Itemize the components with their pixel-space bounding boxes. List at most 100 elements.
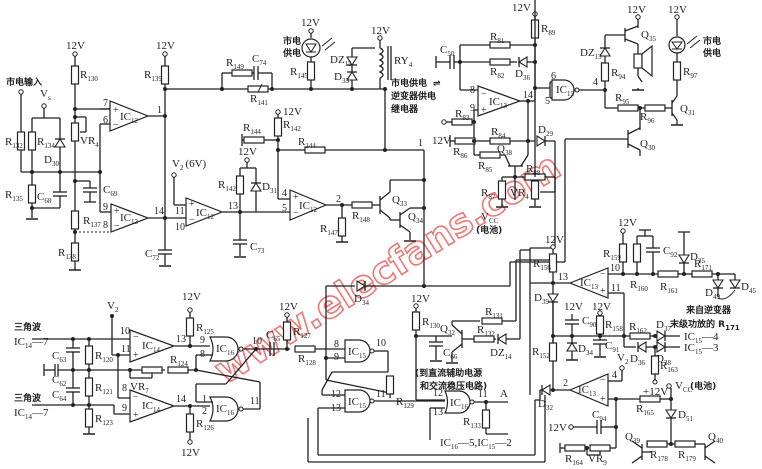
svg-text:DZ14: DZ14: [490, 347, 512, 361]
svg-text:R179: R179: [678, 449, 696, 463]
resistor-r87: [497, 180, 507, 200]
svg-text:12V: 12V: [618, 217, 637, 229]
supply-terminal: [187, 307, 193, 313]
ic12-driver: + − IC12 4 5 2 R147 R148 Q33 Q34: [282, 138, 426, 268]
svg-text:−: −: [189, 215, 195, 226]
svg-text:14: 14: [523, 90, 533, 101]
svg-text:13: 13: [228, 201, 238, 212]
svg-text:R85: R85: [478, 160, 493, 174]
potentiometer-vr4: [70, 122, 80, 142]
svg-text:逆变器供电: 逆变器供电: [391, 90, 436, 102]
svg-text:IC16—5,IC15—2: IC16—5,IC15—2: [440, 437, 512, 451]
svg-text:12V: 12V: [592, 301, 611, 313]
mains-input-terminal[interactable]: [18, 89, 24, 95]
svg-text:14: 14: [176, 394, 186, 405]
svg-text:VCC: VCC: [481, 211, 499, 225]
svg-text:−: −: [133, 332, 139, 343]
svg-text:−: −: [481, 89, 487, 100]
svg-text:D39: D39: [534, 292, 549, 306]
ic14-lower: [129, 389, 176, 423]
reference-divider: 12V R130 VR4 C69 R137 R138: [58, 40, 118, 271]
svg-text:R142: R142: [283, 119, 301, 133]
resistor-r144-left: [243, 136, 265, 144]
svg-text:13: 13: [433, 407, 443, 418]
svg-text:(到直流辅助电源: (到直流辅助电源: [415, 367, 482, 379]
svg-text:R133: R133: [463, 416, 481, 430]
mains-input-label: 市电输入: [6, 76, 42, 88]
svg-text:C92: C92: [663, 245, 678, 259]
svg-text:VCC: VCC: [675, 380, 693, 394]
svg-text:VR4: VR4: [510, 187, 529, 201]
resistor-r134: [27, 131, 37, 151]
svg-text:+: +: [114, 206, 120, 217]
svg-text:R160: R160: [630, 279, 648, 293]
svg-text:9: 9: [103, 202, 108, 213]
resistor-r126: [185, 413, 195, 433]
ic16-gates: 9 8 IC16 10 1 2 IC16 11: [194, 335, 290, 422]
resistor-r179: [674, 440, 696, 448]
v2-terminal: [171, 172, 177, 178]
svg-text:12V: 12V: [279, 301, 298, 313]
svg-text:R144: R144: [243, 122, 261, 136]
svg-text:C50: C50: [440, 44, 455, 58]
svg-text:R145: R145: [290, 66, 308, 80]
svg-text:11: 11: [611, 283, 621, 294]
svg-text:Q30: Q30: [640, 138, 655, 152]
resistor-r163: [650, 355, 660, 375]
svg-text:R148: R148: [352, 210, 370, 224]
resistor-r137: [70, 210, 80, 230]
supply-terminal: [162, 51, 168, 57]
resistor-r127: [282, 321, 292, 341]
svg-text:R81: R81: [490, 31, 505, 45]
svg-text:12V: 12V: [545, 234, 564, 246]
svg-text:IC13: IC13: [578, 384, 597, 398]
svg-text:IC14: IC14: [142, 340, 161, 354]
svg-text:R124: R124: [170, 354, 188, 368]
svg-text:Q35: Q35: [641, 29, 656, 43]
svg-text:−: −: [113, 120, 119, 131]
ic13-comparator-a: + − IC13 9 8 14 C72: [99, 116, 178, 267]
svg-text:R95: R95: [615, 92, 630, 106]
svg-text:12: 12: [433, 388, 443, 399]
svg-text:R120: R120: [95, 350, 113, 364]
svg-text:11: 11: [478, 389, 488, 400]
svg-text:12V: 12V: [182, 291, 201, 303]
svg-text:R139: R139: [144, 69, 162, 83]
svg-text:R144: R144: [298, 136, 316, 150]
vs-terminal: [41, 103, 47, 109]
svg-text:IC13: IC13: [489, 96, 508, 110]
svg-text:Q39: Q39: [625, 431, 640, 445]
svg-text:12V: 12V: [371, 25, 390, 37]
diode-d30: [54, 137, 66, 148]
svg-text:1: 1: [157, 105, 162, 116]
supply-terminal: [284, 312, 290, 318]
svg-text:R82: R82: [490, 66, 505, 80]
label-12v-r130: 12V: [66, 40, 85, 52]
svg-text:12V: 12V: [238, 146, 257, 158]
resistor-r125: [185, 317, 195, 337]
svg-text:VR9: VR9: [588, 453, 607, 467]
svg-text:IC16: IC16: [216, 343, 235, 357]
svg-text:12V: 12V: [564, 301, 583, 313]
supply-terminal: [377, 35, 383, 41]
svg-text:C63: C63: [52, 350, 67, 364]
svg-text:D34: D34: [578, 343, 593, 357]
ic13-battery-comparator: [568, 373, 609, 407]
svg-text:C73: C73: [250, 241, 265, 255]
svg-text:+: +: [600, 394, 606, 405]
svg-text:D36: D36: [630, 353, 645, 367]
svg-text:D45: D45: [741, 281, 756, 295]
svg-text:三角波: 三角波: [14, 321, 42, 333]
resistor-r142: [235, 175, 245, 195]
svg-text:R142: R142: [218, 179, 236, 193]
label-vs: Vs: [40, 88, 51, 102]
svg-text:9: 9: [470, 103, 475, 114]
resistor-r82: [489, 58, 511, 66]
resistor-r130: [70, 65, 80, 85]
svg-text:2: 2: [202, 406, 207, 417]
svg-text:Q33: Q33: [392, 194, 407, 208]
svg-text:R164: R164: [565, 453, 583, 467]
svg-text:+: +: [600, 286, 606, 297]
resistor-r133: [481, 409, 491, 429]
potentiometer-vr9: [589, 444, 611, 452]
